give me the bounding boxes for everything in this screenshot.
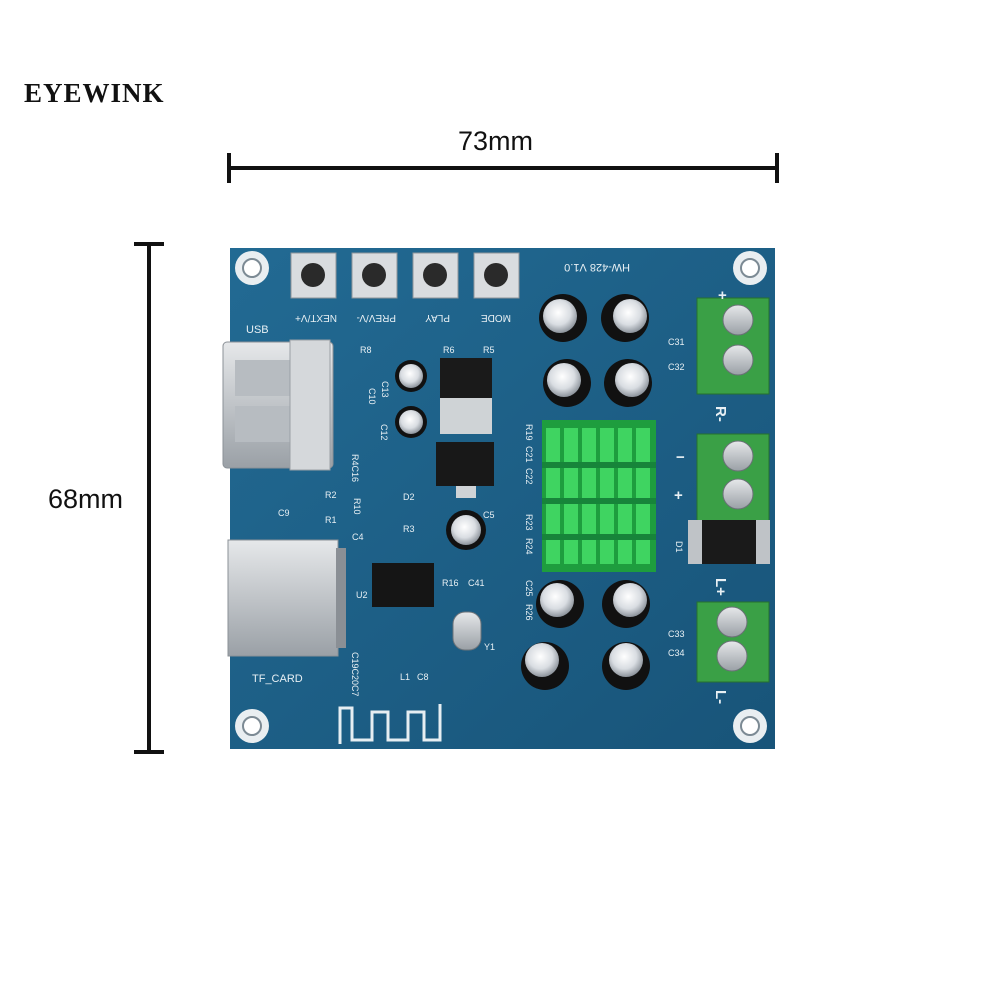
label-d2: D2: [403, 492, 415, 502]
label-c22: C22: [524, 468, 534, 485]
label-r16: R16: [442, 578, 459, 588]
mounting-holes: [235, 251, 767, 743]
electrolytic-capacitors: [521, 294, 652, 690]
label-r4c16: R4C16: [350, 454, 360, 482]
label-c12: C12: [379, 424, 389, 441]
label-d1: D1: [674, 541, 684, 553]
pcb-board: [230, 248, 775, 749]
width-label: 73mm: [458, 126, 534, 156]
label-r19: R19: [524, 424, 534, 441]
screw-terminal-power: [696, 433, 770, 527]
button-label-play: PLAY: [425, 312, 450, 323]
label-c41: C41: [468, 578, 485, 588]
tactile-buttons: [290, 252, 520, 299]
antenna-trace: [338, 704, 442, 744]
label-r5: R5: [483, 345, 495, 355]
label-r2: R2: [325, 490, 337, 500]
label-c31: C31: [668, 337, 685, 347]
label-c8: C8: [417, 672, 429, 682]
label-c5: C5: [483, 510, 495, 520]
label-c33: C33: [668, 629, 685, 639]
label-c4: C4: [352, 532, 364, 542]
label-y1: Y1: [484, 642, 495, 652]
label-power-minus: −: [676, 449, 685, 466]
height-dimension-bar: [134, 242, 164, 754]
button-label-next: NEXT/V+: [295, 312, 337, 323]
width-dimension-bar: [227, 153, 779, 183]
label-u2: U2: [356, 590, 368, 600]
label-right-channel: R-: [712, 406, 729, 422]
label-c13: C13: [380, 381, 390, 398]
label-c21: C21: [524, 446, 534, 463]
small-capacitors: [395, 360, 486, 550]
label-power-plus: +: [674, 487, 683, 504]
label-c19c20c7: C19C20C7: [350, 652, 360, 697]
heatsink: [542, 420, 656, 572]
voltage-regulator: [436, 358, 494, 498]
label-r3: R3: [403, 524, 415, 534]
label-r1: R1: [325, 515, 337, 525]
label-left-minus: L-: [712, 690, 729, 704]
label-r10: R10: [352, 498, 362, 515]
brand-logo: EYEWINK: [24, 78, 165, 108]
label-right-plus: +: [718, 287, 727, 304]
label-c10: C10: [367, 388, 377, 405]
label-r24: R24: [524, 538, 534, 555]
label-r26: R26: [524, 604, 534, 621]
screw-terminal-right: [696, 297, 770, 395]
usb-port: [222, 339, 334, 471]
height-label: 68mm: [48, 484, 124, 514]
usb-label: USB: [246, 324, 269, 336]
label-r6: R6: [443, 345, 455, 355]
label-r8: R8: [360, 345, 372, 355]
u2-chip: [372, 563, 434, 607]
label-r23: R23: [524, 514, 534, 531]
label-left-channel: L+: [712, 578, 729, 596]
tf-card-slot: [227, 539, 346, 657]
label-c34: C34: [668, 648, 685, 658]
label-l1: L1: [400, 672, 410, 682]
label-c9: C9: [278, 508, 290, 518]
label-c25: C25: [524, 580, 534, 597]
screw-terminal-left: [696, 601, 770, 683]
label-c32: C32: [668, 362, 685, 372]
crystal-oscillator: [452, 611, 482, 651]
button-label-prev: PREV/V-: [357, 312, 396, 323]
tf-card-label: TF_CARD: [252, 673, 303, 685]
diode: [688, 520, 770, 564]
button-label-mode: MODE: [481, 312, 511, 323]
model-label: HW-428 V1.0: [564, 261, 630, 273]
